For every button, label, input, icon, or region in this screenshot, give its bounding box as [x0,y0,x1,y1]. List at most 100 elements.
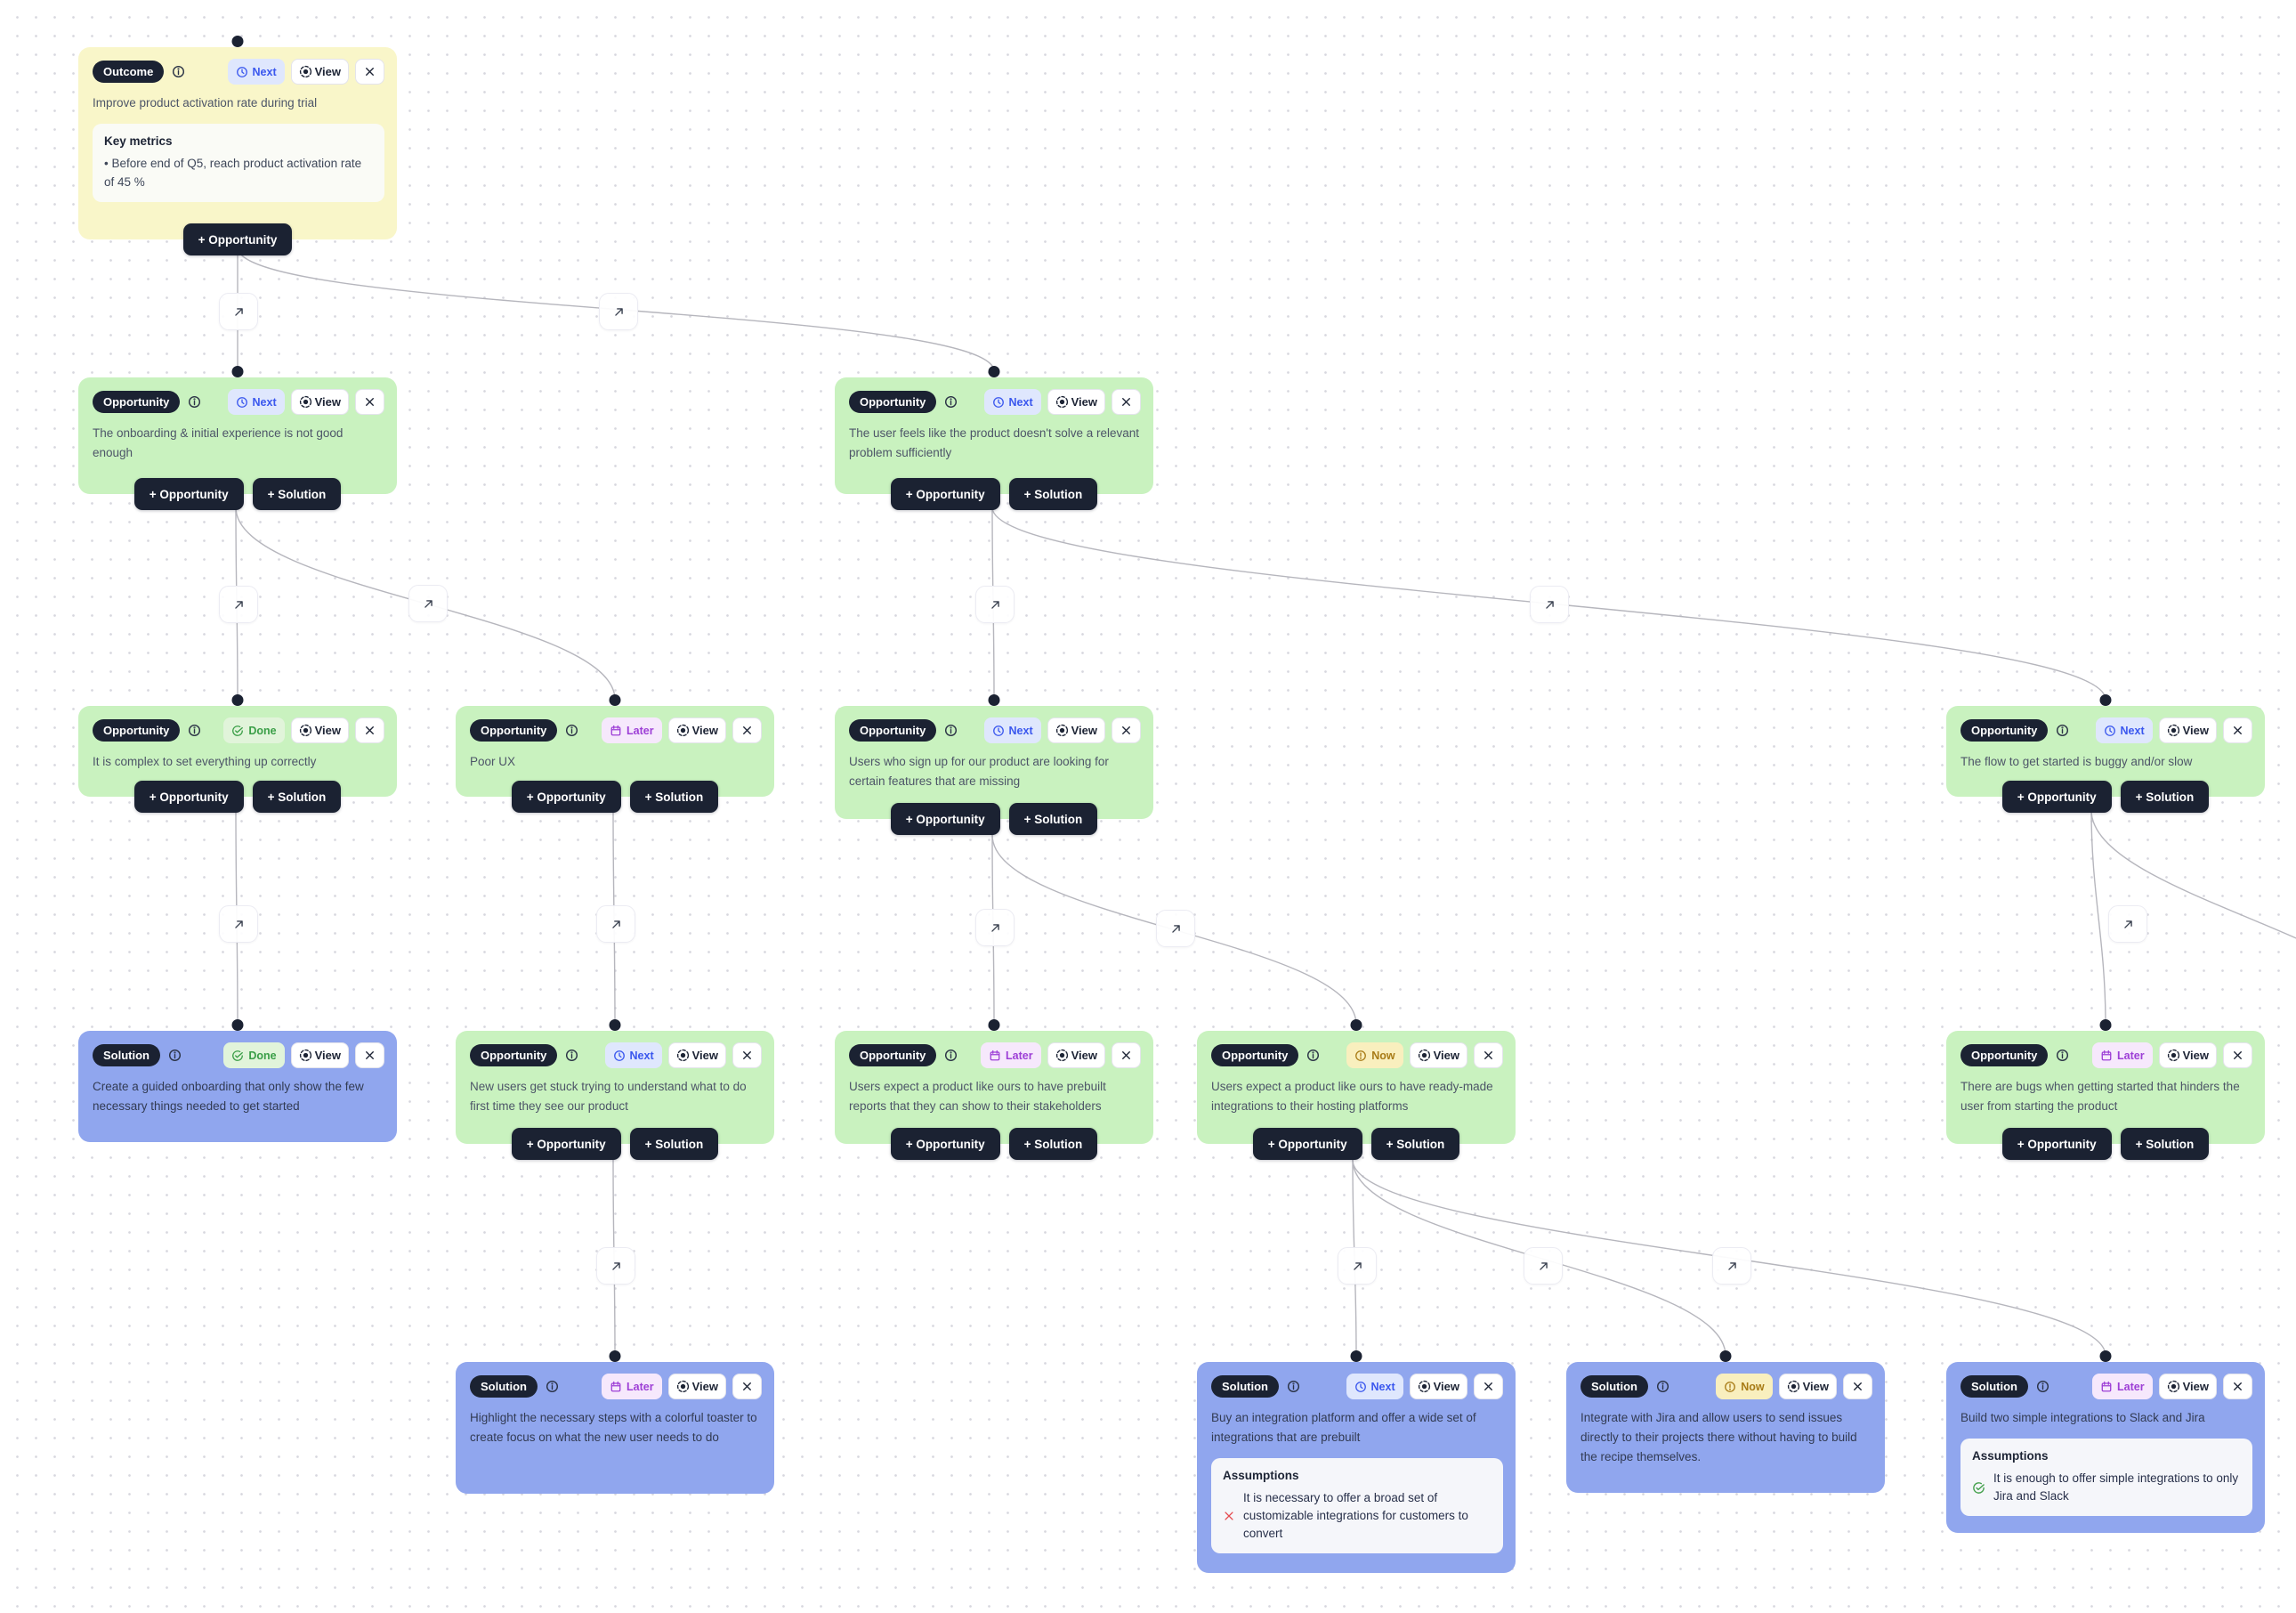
connection-handle-dot[interactable] [1350,1350,1362,1362]
info-icon[interactable] [546,1380,559,1393]
view-button[interactable]: View [667,1042,726,1068]
view-button[interactable]: View [2158,1374,2217,1399]
view-button[interactable]: View [667,717,726,743]
connection-handle-dot[interactable] [231,366,244,377]
connection-handle-dot[interactable] [2099,1019,2112,1031]
edge-arrow-button[interactable] [1712,1247,1751,1285]
connection-handle-dot[interactable] [609,694,621,706]
add-solution-button[interactable]: + Solution [1008,1128,1098,1160]
info-icon[interactable] [2056,1049,2069,1062]
add-solution-button[interactable]: + Solution [252,781,342,813]
view-button[interactable]: View [667,1374,726,1399]
add-opportunity-button[interactable]: + Opportunity [890,478,1000,510]
info-icon[interactable] [188,395,201,409]
status-badge-next[interactable]: Next [227,389,285,415]
edge-arrow-button[interactable] [219,293,258,330]
add-solution-button[interactable]: + Solution [1008,478,1098,510]
info-icon[interactable] [944,1049,958,1062]
connection-handle-dot[interactable] [2099,694,2112,706]
add-solution-button[interactable]: + Solution [629,781,719,813]
info-icon[interactable] [565,724,578,737]
status-badge-next[interactable]: Next [1346,1374,1403,1399]
info-icon[interactable] [944,724,958,737]
add-solution-button[interactable]: + Solution [1370,1128,1460,1160]
view-button[interactable]: View [290,1042,349,1068]
edge-arrow-button[interactable] [1524,1247,1563,1285]
connection-handle-dot[interactable] [988,1019,1000,1031]
view-button[interactable]: View [1409,1042,1467,1068]
add-opportunity-button[interactable]: + Opportunity [182,223,293,255]
add-solution-button[interactable]: + Solution [1008,803,1098,835]
add-solution-button[interactable]: + Solution [2120,1128,2210,1160]
edge-arrow-button[interactable] [599,293,638,330]
add-solution-button[interactable]: + Solution [252,478,342,510]
add-opportunity-button[interactable]: + Opportunity [511,1128,621,1160]
edge-arrow-button[interactable] [219,905,258,943]
status-badge-next[interactable]: Next [983,389,1041,415]
status-badge-later[interactable]: Later [981,1042,1041,1068]
add-opportunity-button[interactable]: + Opportunity [890,803,1000,835]
connection-handle-dot[interactable] [231,36,244,47]
view-button[interactable]: View [290,717,349,743]
connection-handle-dot[interactable] [988,366,1000,377]
info-icon[interactable] [2056,724,2069,737]
connection-handle-dot[interactable] [2099,1350,2112,1362]
status-badge-next[interactable]: Next [604,1042,662,1068]
view-button[interactable]: View [1778,1374,1837,1399]
edge-arrow-button[interactable] [975,909,1015,946]
status-badge-done[interactable]: Done [223,717,285,743]
connection-handle-dot[interactable] [231,694,244,706]
status-badge-later[interactable]: Later [602,1374,662,1399]
connection-handle-dot[interactable] [609,1350,621,1362]
info-icon[interactable] [944,395,958,409]
edge-arrow-button[interactable] [219,586,258,623]
edge-arrow-button[interactable] [1156,910,1195,947]
close-button[interactable] [732,1042,762,1068]
info-icon[interactable] [188,724,201,737]
close-button[interactable] [355,59,384,85]
info-icon[interactable] [2036,1380,2049,1393]
status-badge-later[interactable]: Later [602,717,662,743]
close-button[interactable] [2223,1042,2252,1068]
status-badge-later[interactable]: Later [2092,1042,2153,1068]
add-opportunity-button[interactable]: + Opportunity [133,781,244,813]
close-button[interactable] [355,1042,384,1068]
status-badge-now[interactable]: Now [1716,1374,1773,1399]
close-button[interactable] [2223,717,2252,743]
close-button[interactable] [732,1374,762,1399]
view-button[interactable]: View [1409,1374,1467,1399]
info-icon[interactable] [172,65,185,78]
close-button[interactable] [355,717,384,743]
status-badge-now[interactable]: Now [1346,1042,1403,1068]
info-icon[interactable] [565,1049,578,1062]
close-button[interactable] [1474,1042,1503,1068]
view-button[interactable]: View [290,389,349,415]
edge-arrow-button[interactable] [596,905,635,943]
add-opportunity-button[interactable]: + Opportunity [2001,1128,2112,1160]
close-button[interactable] [1112,1042,1141,1068]
edge-arrow-button[interactable] [596,1247,635,1285]
info-icon[interactable] [1656,1380,1669,1393]
connection-handle-dot[interactable] [988,694,1000,706]
close-button[interactable] [2223,1374,2252,1399]
view-button[interactable]: View [1047,1042,1105,1068]
edge-arrow-button[interactable] [975,586,1015,623]
edge-arrow-button[interactable] [408,585,448,622]
view-button[interactable]: View [1047,717,1105,743]
edge-arrow-button[interactable] [1338,1247,1377,1285]
status-badge-later[interactable]: Later [2092,1374,2153,1399]
connection-handle-dot[interactable] [1719,1350,1732,1362]
view-button[interactable]: View [2158,717,2217,743]
